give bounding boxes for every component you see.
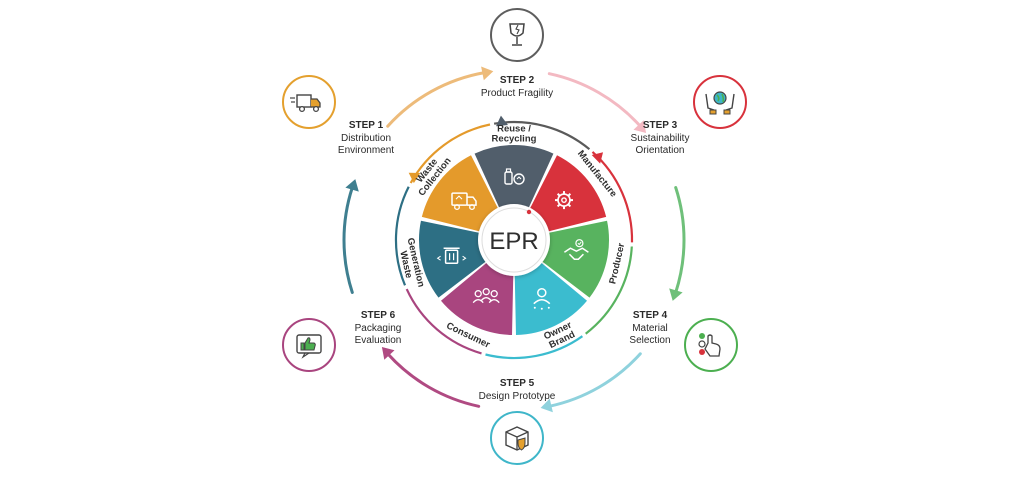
flow-arrowhead-5: [381, 347, 395, 360]
step-2: STEP 2 Product Fragility: [481, 8, 553, 99]
hand-select-icon: [698, 333, 721, 357]
wheel-segment-2: [529, 155, 607, 232]
person-icon: [533, 287, 551, 310]
step-2-desc-line-1: Product Fragility: [481, 88, 553, 99]
wheel-segment-6: [419, 220, 487, 298]
group-icon: [472, 288, 500, 304]
step-3-desc-line-2: Orientation: [636, 145, 685, 156]
flow-arrowhead-6: [345, 179, 359, 192]
center-dot: [526, 209, 532, 215]
segment-label-1-line-1: Reuse /: [497, 124, 531, 135]
ring-marker-1: [496, 115, 508, 127]
flow-arrowhead-2: [633, 120, 647, 133]
center-hub: EPR: [478, 204, 550, 276]
ring-arc-5: [405, 288, 482, 355]
inner-ring: [394, 115, 634, 360]
step-1-title: STEP 1: [349, 120, 384, 131]
wheel-segment-5: [440, 261, 514, 335]
trash-bin-icon: [436, 247, 467, 264]
ring-marker-2: [591, 152, 604, 164]
ring-arc-4: [485, 335, 584, 360]
flow-arrowhead-4: [540, 398, 553, 413]
flow-arrow-2: [547, 72, 642, 128]
handshake-icon: [563, 239, 589, 260]
flow-arrows: [342, 66, 686, 413]
step-1-desc-line-1: Distribution: [341, 133, 391, 144]
step-2-title: STEP 2: [500, 75, 535, 86]
flow-arrow-5: [386, 352, 481, 408]
package-shield-icon: [505, 426, 529, 451]
thumbs-up-icon: [296, 334, 322, 359]
flow-arrowhead-1: [481, 66, 494, 81]
step-6-title: STEP 6: [361, 310, 396, 321]
step-4-desc-line-1: Material: [632, 323, 668, 334]
step-5: STEP 5 Design Prototype: [479, 378, 556, 465]
wheel-segment-4: [514, 261, 588, 335]
flow-arrow-6: [342, 186, 354, 294]
epr-wheel: [419, 144, 609, 335]
ring-marker-3: [408, 172, 421, 184]
flow-arrow-4: [547, 352, 642, 408]
center-label: EPR: [489, 228, 538, 255]
step-3-title: STEP 3: [643, 120, 678, 131]
step-6-desc-line-1: Packaging: [355, 323, 402, 334]
step-2-icon-circle: [490, 8, 544, 62]
ring-arc-3: [585, 246, 633, 335]
truck-icon: [290, 94, 321, 113]
flow-arrow-3: [674, 186, 686, 294]
step-4-title: STEP 4: [633, 310, 668, 321]
fragile-glass-icon: [509, 23, 525, 46]
flow-arrowhead-3: [669, 288, 683, 301]
step-3-desc-line-1: Sustainability: [631, 133, 690, 144]
step-5-title: STEP 5: [500, 378, 535, 389]
segment-label-1-line-2: Recycling: [492, 134, 537, 145]
ring-arc-6: [394, 186, 410, 286]
flow-arrow-1: [386, 71, 486, 128]
step-4-desc-line-2: Selection: [629, 335, 670, 346]
step-6-desc-line-2: Evaluation: [355, 335, 402, 346]
hands-globe-icon: [705, 91, 735, 115]
garbage-truck-icon: [451, 192, 477, 211]
step-5-desc-line-1: Design Prototype: [479, 391, 556, 402]
gear-icon: [555, 191, 573, 210]
step-1-desc-line-2: Environment: [338, 145, 394, 156]
recycle-bottles-icon: [504, 168, 525, 185]
step-1-icon-circle: [282, 75, 336, 129]
